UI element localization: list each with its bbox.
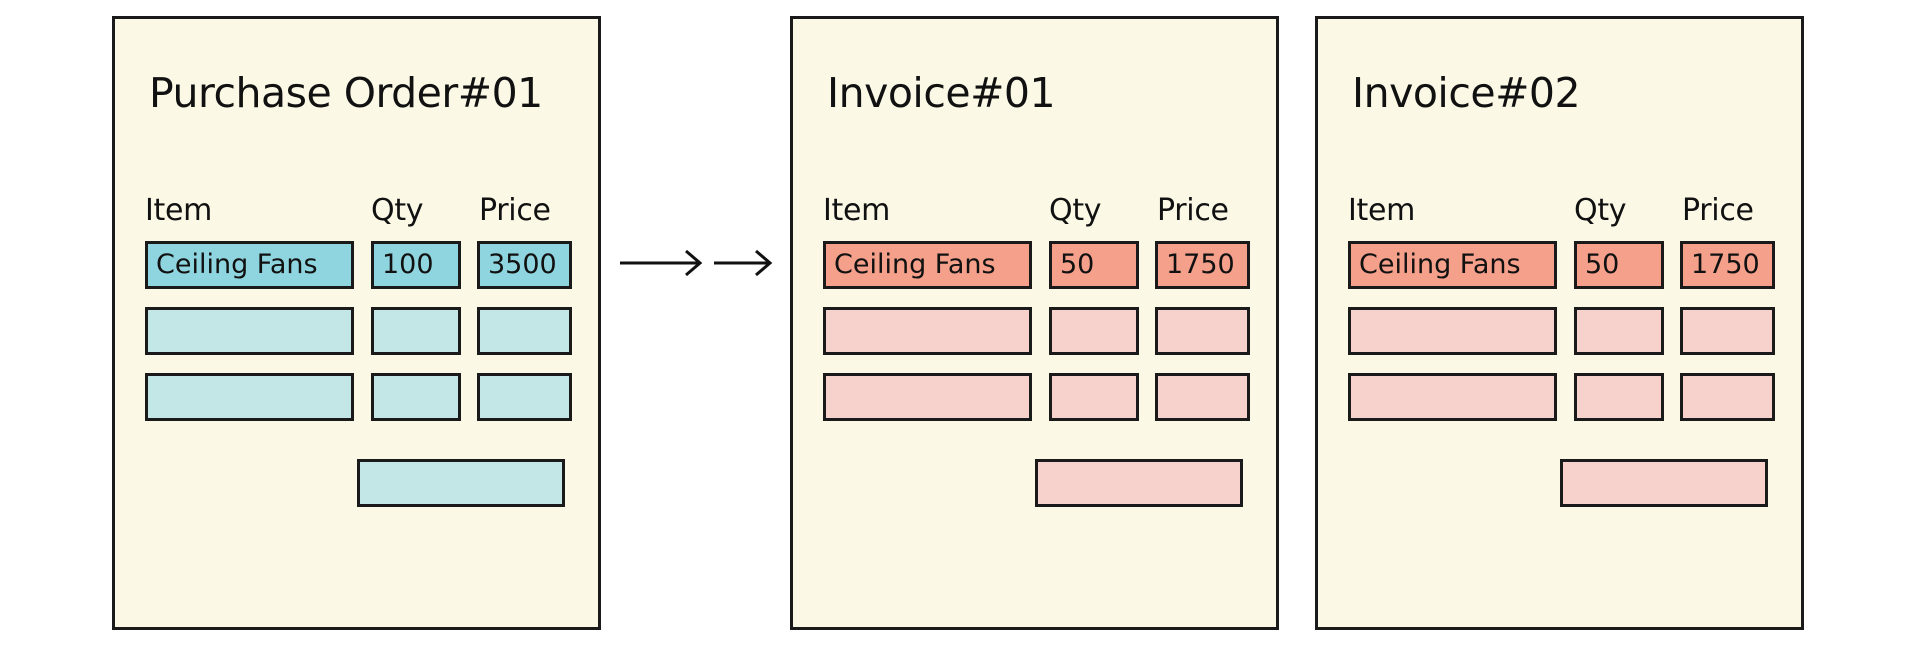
price-cell: 1750 (1680, 241, 1775, 289)
empty-qty-cell (1574, 373, 1664, 421)
empty-qty-cell (1049, 373, 1139, 421)
column-header-item: Item (1348, 193, 1416, 228)
column-header-price: Price (1682, 193, 1754, 228)
item-cell: Ceiling Fans (145, 241, 354, 289)
empty-price-cell (1155, 373, 1250, 421)
total-cell (1560, 459, 1768, 507)
empty-item-cell (823, 307, 1032, 355)
column-header-qty: Qty (1049, 193, 1102, 228)
item-cell: Ceiling Fans (823, 241, 1032, 289)
empty-item-cell (145, 373, 354, 421)
empty-qty-cell (1574, 307, 1664, 355)
invoice-document: Invoice#02 Item Qty Price Ceiling Fans 5… (1315, 16, 1804, 630)
empty-item-cell (823, 373, 1032, 421)
column-header-price: Price (479, 193, 551, 228)
qty-cell: 50 (1574, 241, 1664, 289)
empty-item-cell (145, 307, 354, 355)
empty-price-cell (477, 373, 572, 421)
empty-qty-cell (371, 373, 461, 421)
empty-item-cell (1348, 307, 1557, 355)
arrow-right-icon (714, 249, 773, 277)
arrow-right-icon (620, 249, 703, 277)
empty-item-cell (1348, 373, 1557, 421)
total-cell (1035, 459, 1243, 507)
column-header-qty: Qty (371, 193, 424, 228)
empty-qty-cell (371, 307, 461, 355)
document-title: Invoice#02 (1352, 69, 1581, 117)
document-title: Purchase Order#01 (149, 69, 543, 117)
price-cell: 3500 (477, 241, 572, 289)
empty-price-cell (1155, 307, 1250, 355)
price-cell: 1750 (1155, 241, 1250, 289)
column-header-item: Item (823, 193, 891, 228)
item-cell: Ceiling Fans (1348, 241, 1557, 289)
column-header-price: Price (1157, 193, 1229, 228)
qty-cell: 50 (1049, 241, 1139, 289)
qty-cell: 100 (371, 241, 461, 289)
column-header-qty: Qty (1574, 193, 1627, 228)
total-cell (357, 459, 565, 507)
invoice-document: Invoice#01 Item Qty Price Ceiling Fans 5… (790, 16, 1279, 630)
empty-price-cell (477, 307, 572, 355)
empty-price-cell (1680, 307, 1775, 355)
column-header-item: Item (145, 193, 213, 228)
empty-price-cell (1680, 373, 1775, 421)
document-title: Invoice#01 (827, 69, 1056, 117)
purchase-order-document: Purchase Order#01 Item Qty Price Ceiling… (112, 16, 601, 630)
empty-qty-cell (1049, 307, 1139, 355)
